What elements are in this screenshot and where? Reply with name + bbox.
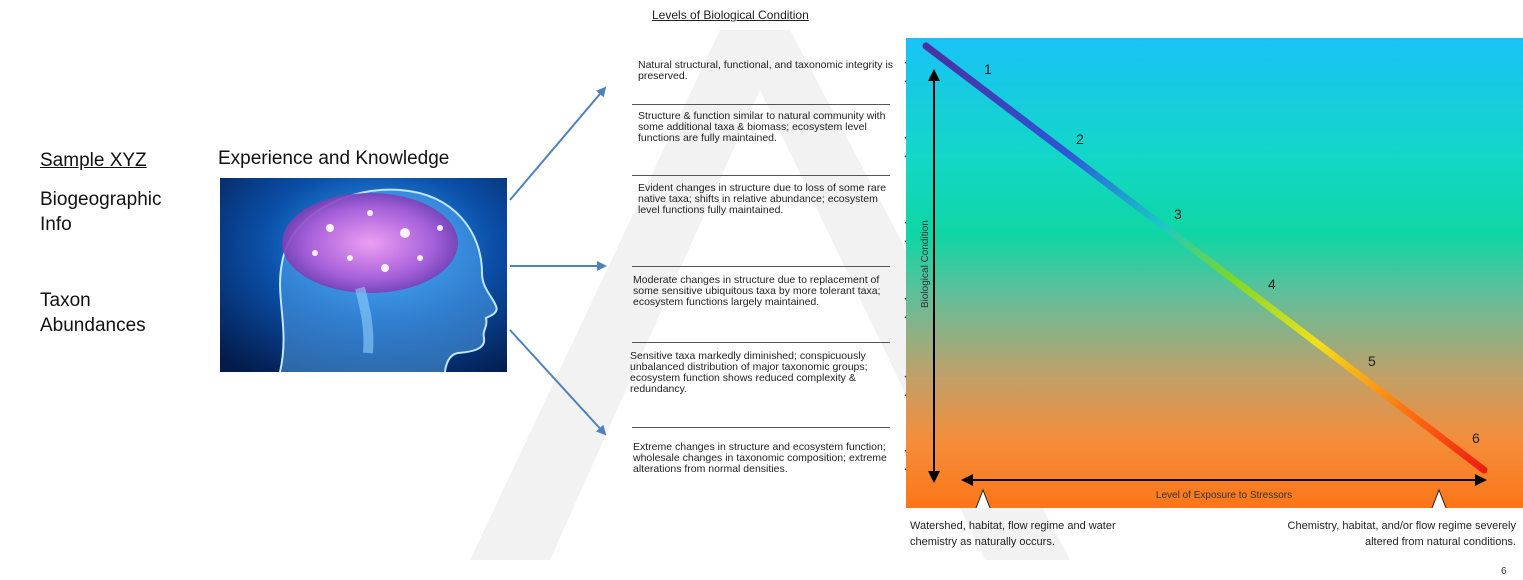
level-6-description: Extreme changes in structure and ecosyst… [633, 441, 887, 475]
taxon-abundances-label: Taxon Abundances [40, 290, 146, 336]
sample-title: Sample XYZ [40, 150, 147, 171]
level-5-description: Sensitive taxa markedly diminished; cons… [630, 350, 868, 395]
experience-knowledge-title: Experience and Knowledge [218, 148, 450, 169]
level-separator [632, 104, 890, 105]
left-marker-triangle [975, 488, 991, 508]
right-marker-triangle [1431, 488, 1447, 508]
y-axis-label: Biological Condition [920, 220, 931, 308]
levels-title: Levels of Biological Condition [652, 8, 809, 22]
tier-5-label: 5 [1368, 353, 1376, 369]
tier-6-label: 6 [1472, 430, 1480, 446]
right-condition-note: Chemistry, habitat, and/or flow regime s… [1287, 520, 1516, 548]
biogeographic-info-label: Biogeographic Info [40, 189, 162, 235]
arrow-up [509, 86, 607, 201]
brain-illustration [220, 178, 507, 372]
left-condition-note: Watershed, habitat, flow regime and wate… [910, 520, 1116, 548]
page-number: 6 [1501, 566, 1507, 577]
gradient-diagram: 1 2 3 4 5 6 Biological Condition Level o… [920, 42, 1488, 508]
level-separator [632, 266, 890, 267]
condition-gradient-panel: 1 2 3 4 5 6 Biological Condition Level o… [906, 38, 1523, 508]
x-axis-label: Level of Exposure to Stressors [1156, 490, 1292, 501]
level-separator [632, 342, 890, 343]
level-4-description: Moderate changes in structure due to rep… [633, 274, 881, 308]
level-2-description: Structure & function similar to natural … [638, 110, 886, 144]
level-separator [632, 427, 890, 428]
tier-3-label: 3 [1174, 206, 1182, 222]
condition-gradient-line [922, 42, 1488, 474]
arrow-down [509, 329, 607, 436]
tier-1-label: 1 [984, 61, 992, 77]
tier-2-label: 2 [1076, 131, 1084, 147]
level-separator [632, 175, 890, 176]
level-3-description: Evident changes in structure due to loss… [638, 182, 887, 216]
tier-4-label: 4 [1268, 276, 1276, 292]
level-1-description: Natural structural, functional, and taxo… [638, 59, 894, 82]
